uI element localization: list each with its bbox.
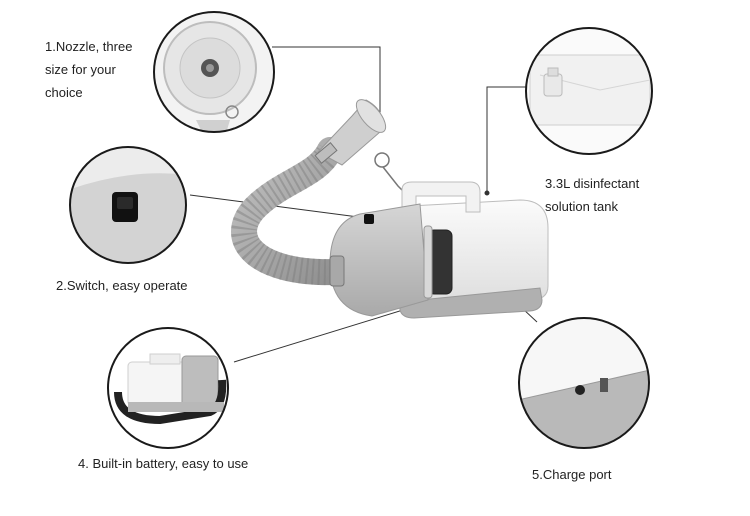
tank-callout-line-2: solution tank bbox=[545, 199, 618, 214]
battery-connector-line bbox=[233, 305, 417, 363]
nozzle-callout: 1.Nozzle, three size for your choice bbox=[45, 35, 132, 104]
tank-detail bbox=[525, 27, 653, 155]
tank-callout: 3.3L disinfectant solution tank bbox=[545, 172, 639, 218]
switch-callout-text: 2.Switch, easy operate bbox=[56, 278, 188, 293]
charge-detail bbox=[518, 317, 650, 449]
switch-detail bbox=[69, 146, 187, 264]
battery-detail bbox=[107, 327, 229, 449]
tank-callout-line-1: 3.3L disinfectant bbox=[545, 176, 640, 191]
nozzle-detail bbox=[153, 11, 275, 133]
tank-handle bbox=[401, 181, 481, 213]
tank-connector-line bbox=[486, 86, 526, 192]
switch-callout: 2.Switch, easy operate bbox=[56, 274, 188, 297]
nozzle-callout-line-2: size for your bbox=[45, 62, 116, 77]
switch-connector-line bbox=[189, 194, 367, 219]
charge-callout: 5.Charge port bbox=[532, 463, 612, 486]
power-switch bbox=[364, 214, 374, 224]
battery-callout: 4. Built-in battery, easy to use bbox=[78, 452, 248, 475]
battery-callout-text: 4. Built-in battery, easy to use bbox=[78, 456, 249, 471]
charge-callout-text: 5.Charge port bbox=[532, 467, 612, 482]
motor-housing bbox=[329, 203, 429, 317]
flexible-hose bbox=[231, 137, 351, 286]
nozzle-callout-line-3: choice bbox=[45, 85, 83, 100]
sprayer-product bbox=[231, 99, 549, 319]
nozzle-connector-line bbox=[272, 46, 381, 122]
nozzle-callout-line-1: 1.Nozzle, three bbox=[45, 39, 133, 54]
